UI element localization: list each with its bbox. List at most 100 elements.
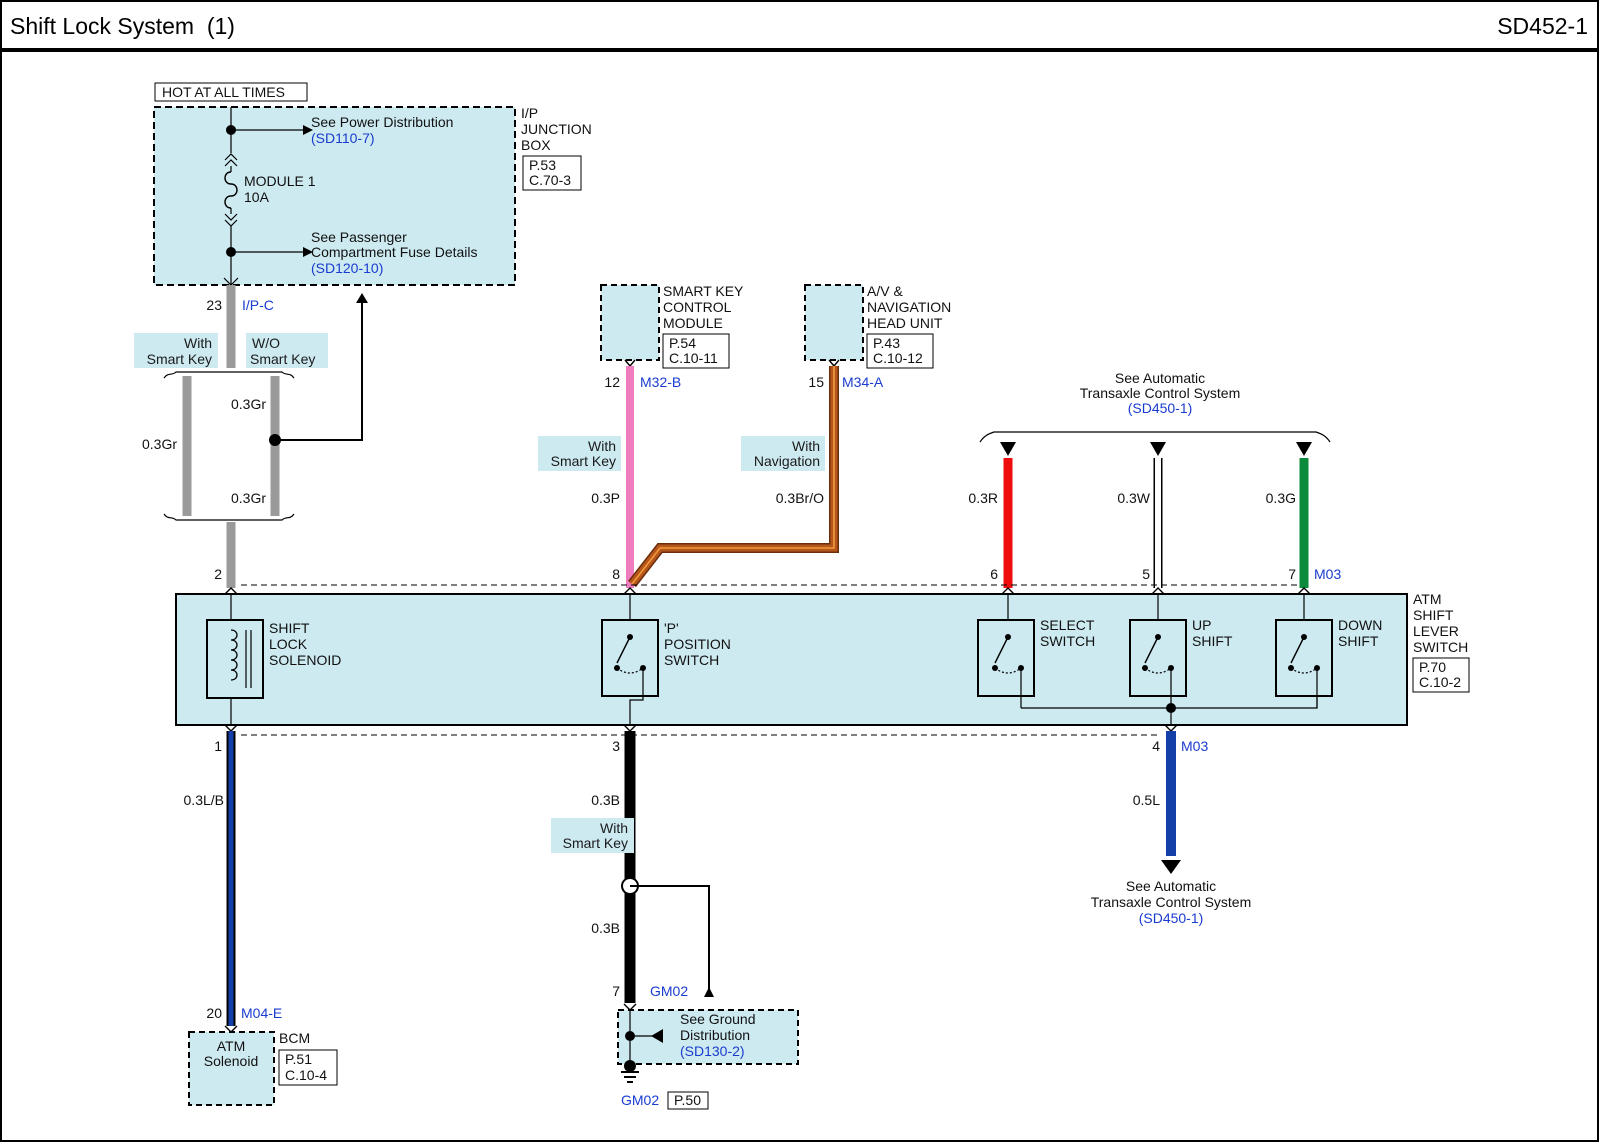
tcs-bottom-wire [1161, 731, 1181, 874]
select-switch [977, 594, 1035, 708]
bcm-ref-1: P.51 [285, 1051, 312, 1067]
wo-smart-key-1: W/O [252, 335, 280, 351]
ground-variant-1: With [600, 820, 628, 836]
page-title: Shift Lock System (1) [10, 13, 235, 39]
connector-terminals [224, 587, 1311, 732]
tcs-wire-white: 0.3W [1117, 490, 1150, 506]
ground-variant-2: Smart Key [563, 835, 628, 851]
tcs-top-ref[interactable]: (SD450-1) [1128, 400, 1193, 416]
with-smart-key-2: Smart Key [147, 351, 212, 367]
tcs-wire-red: 0.3R [968, 490, 998, 506]
page-code: SD452-1 [1497, 13, 1588, 39]
bcm-ref-2: C.10-4 [285, 1067, 327, 1083]
solenoid-label-3: SOLENOID [269, 652, 341, 668]
av-nav-name-1: A/V & [867, 283, 903, 299]
grey-wires [163, 285, 368, 588]
atm-ref-1: P.70 [1419, 659, 1446, 675]
junction-internals [223, 107, 313, 286]
wo-smart-key-2: Smart Key [250, 351, 315, 367]
tcs-bottom-ref[interactable]: (SD450-1) [1139, 910, 1204, 926]
smart-key-name-3: MODULE [663, 315, 723, 331]
atm-name-1: ATM [1413, 591, 1442, 607]
up-shift-switch [1129, 594, 1187, 708]
ground-connector: GM02 [650, 983, 688, 999]
smart-key-variant-1: With [588, 438, 616, 454]
av-nav-ref-box [866, 333, 934, 369]
smart-key-variant-tag [538, 436, 621, 471]
ground-variant-tag [551, 818, 634, 853]
with-smart-key-1: With [184, 335, 212, 351]
top-pin-2: 2 [214, 566, 222, 582]
wire-right-top-label: 0.3Gr [231, 396, 266, 412]
wo-smart-key-tag [246, 333, 328, 368]
top-connector-m03: M03 [1314, 566, 1341, 582]
ipc-connector: I/P-C [242, 297, 274, 313]
fuse-rating: 10A [244, 189, 270, 205]
smart-key-av-wires [624, 359, 840, 588]
ground-wire-bottom-label: 0.3B [591, 920, 620, 936]
ground-see-line1: See Ground [680, 1011, 756, 1027]
ground-see-ref[interactable]: (SD130-2) [680, 1043, 745, 1059]
fuse-name: MODULE 1 [244, 173, 316, 189]
ground-ref-box [667, 1091, 709, 1110]
tcs-wire-green: 0.3G [1266, 490, 1296, 506]
switch-common-bus [1021, 696, 1318, 725]
atm-name-4: SWITCH [1413, 639, 1468, 655]
bcm-name: BCM [279, 1030, 310, 1046]
atm-shift-lever-switch [175, 593, 1408, 726]
see-power-ref[interactable]: (SD110-7) [311, 130, 375, 146]
down-shift-switch [1275, 594, 1333, 708]
solenoid-label-2: LOCK [269, 636, 308, 652]
bcm-wire [224, 731, 238, 1033]
jb-ref-box [522, 155, 582, 191]
atm-name-2: SHIFT [1413, 607, 1454, 623]
jb-ref-2: C.70-3 [529, 172, 571, 188]
see-passenger-ref[interactable]: (SD120-10) [311, 260, 383, 276]
ground-distribution-box [617, 1009, 799, 1065]
bottom-pin-3: 3 [612, 738, 620, 754]
top-pin-5: 5 [1142, 566, 1150, 582]
bcm-pin: 20 [206, 1005, 222, 1021]
smart-key-variant-2: Smart Key [551, 453, 616, 469]
ground-point-ref: P.50 [674, 1092, 701, 1108]
up-shift-label-1: UP [1192, 617, 1211, 633]
top-pin-6: 6 [990, 566, 998, 582]
av-nav-wire: 0.3Br/O [776, 490, 824, 506]
tcs-bottom-wire-label: 0.5L [1133, 792, 1160, 808]
tcs-signal-wires [1003, 458, 1309, 588]
bcm-content-2: Solenoid [204, 1053, 259, 1069]
av-nav-name-2: NAVIGATION [867, 299, 951, 315]
smart-key-name-2: CONTROL [663, 299, 732, 315]
bottom-pin-4: 4 [1152, 738, 1160, 754]
ground-wire-top-label: 0.3B [591, 792, 620, 808]
tcs-bottom-line1: See Automatic [1126, 878, 1216, 894]
smart-key-pin: 12 [604, 374, 620, 390]
av-nav-connector: M34-A [842, 374, 884, 390]
wire-right-bottom-label: 0.3Gr [231, 490, 266, 506]
tcs-top-arrows [1000, 442, 1312, 456]
solenoid-label-1: SHIFT [269, 620, 310, 636]
ip-junction-box [153, 106, 516, 286]
smart-key-ref-box [662, 333, 730, 369]
tcs-top-line1: See Automatic [1115, 370, 1205, 386]
shift-lock-solenoid [206, 594, 264, 725]
jb-name-2: JUNCTION [521, 121, 592, 137]
see-passenger-line2: Compartment Fuse Details [311, 244, 478, 260]
p-position-switch [601, 594, 659, 725]
atm-ref-box [1412, 657, 1470, 693]
p-switch-label-1: 'P' [664, 620, 679, 636]
av-nav-ref-2: C.10-12 [873, 350, 923, 366]
bottom-connector-m03: M03 [1181, 738, 1208, 754]
ground-see-line2: Distribution [680, 1027, 750, 1043]
down-shift-label-2: SHIFT [1338, 633, 1379, 649]
wire-left-label: 0.3Gr [142, 436, 177, 452]
atm-ref-2: C.10-2 [1419, 674, 1461, 690]
bcm-wire-label: 0.3L/B [184, 792, 224, 808]
hot-label: HOT AT ALL TIMES [162, 84, 285, 100]
select-switch-label-2: SWITCH [1040, 633, 1095, 649]
bcm-content-1: ATM [217, 1038, 246, 1054]
jb-name-3: BOX [521, 137, 551, 153]
smart-key-connector: M32-B [640, 374, 681, 390]
bcm-ref-box [278, 1049, 338, 1086]
